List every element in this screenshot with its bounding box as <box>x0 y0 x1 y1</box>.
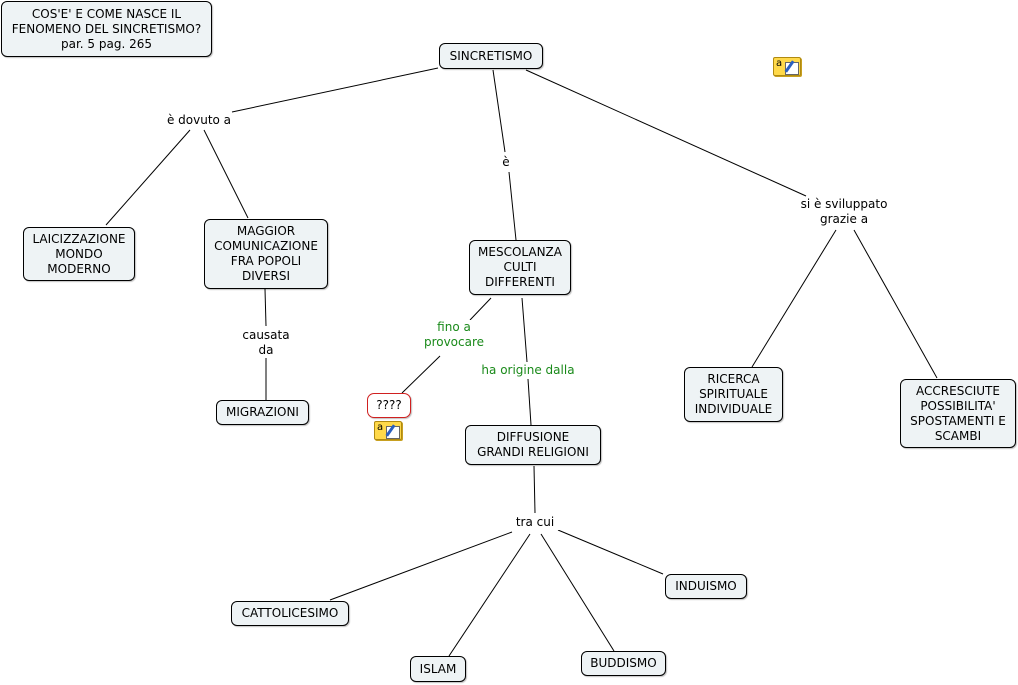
connector <box>492 69 506 153</box>
connector <box>751 229 837 368</box>
connector <box>231 67 439 113</box>
link-label-e[interactable]: è <box>499 155 513 170</box>
node-sincretismo[interactable]: SINCRETISMO <box>439 43 543 69</box>
node-maggior-comunicazione[interactable]: MAGGIOR COMUNICAZIONE FRA POPOLI DIVERSI <box>204 219 328 289</box>
connector <box>527 378 532 426</box>
connector <box>203 129 249 219</box>
note-icon[interactable]: a <box>374 421 402 440</box>
node-laicizzazione[interactable]: LAICIZZAZIONE MONDO MODERNO <box>23 227 135 281</box>
connector <box>401 355 441 394</box>
link-label-causata-da[interactable]: causata da <box>238 328 294 358</box>
node-migrazioni[interactable]: MIGRAZIONI <box>216 400 309 425</box>
node-ricerca[interactable]: RICERCA SPIRITUALE INDIVIDUALE <box>684 367 783 422</box>
node-cattolicesimo[interactable]: CATTOLICESIMO <box>231 601 349 626</box>
connector <box>533 465 536 514</box>
connector <box>521 297 528 363</box>
link-label-fino-a-provocare[interactable]: fino a provocare <box>419 320 489 350</box>
node-mescolanza[interactable]: MESCOLANZA CULTI DIFFERENTI <box>469 240 571 295</box>
node-buddismo[interactable]: BUDDISMO <box>581 651 666 676</box>
link-label-ha-origine[interactable]: ha origine dalla <box>478 363 578 378</box>
title-box[interactable]: COS'E' E COME NASCE IL FENOMENO DEL SINC… <box>1 1 212 57</box>
link-label-sviluppato[interactable]: si è sviluppato grazie a <box>796 197 892 227</box>
connector <box>264 288 267 327</box>
node-diffusione[interactable]: DIFFUSIONE GRANDI RELIGIONI <box>465 425 601 465</box>
node-accresciute[interactable]: ACCRESCIUTE POSSIBILITA' SPOSTAMENTI E S… <box>900 379 1016 448</box>
node-islam[interactable]: ISLAM <box>410 656 466 682</box>
node-question[interactable]: ???? <box>367 393 411 418</box>
connector <box>540 533 615 652</box>
node-induismo[interactable]: INDUISMO <box>665 574 747 599</box>
connector <box>853 229 938 379</box>
connector <box>557 529 664 575</box>
connector <box>448 533 531 657</box>
connector <box>525 69 807 197</box>
link-label-tra-cui[interactable]: tra cui <box>510 515 560 530</box>
connector <box>105 129 191 226</box>
connector <box>469 297 492 321</box>
connector <box>329 531 513 601</box>
note-icon[interactable]: a <box>773 57 801 76</box>
connector <box>508 171 517 241</box>
link-label-dovuto-a[interactable]: è dovuto a <box>162 113 236 128</box>
